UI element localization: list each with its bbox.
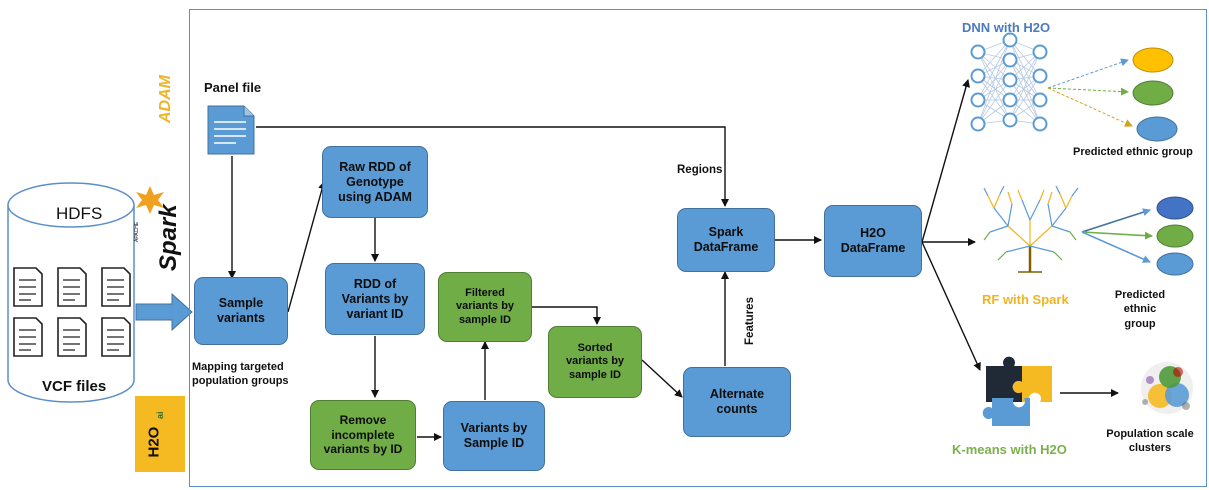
big-arrow-icon [135, 292, 193, 332]
document-icon [13, 317, 43, 357]
features-label: Features [744, 297, 756, 345]
dnn-title: DNN with H2O [962, 20, 1051, 35]
spark-dataframe-box: Spark DataFrame [677, 208, 775, 272]
class-ellipse [1136, 116, 1178, 142]
h2o-dataframe-box: H2O DataFrame [824, 205, 922, 277]
document-icon [57, 317, 87, 357]
class-ellipse [1156, 196, 1194, 220]
vcf-document-icons [13, 267, 131, 357]
class-ellipse [1156, 224, 1194, 248]
rf-result-label: Predicted ethnic group [1114, 289, 1166, 330]
adam-logo: ADAM [157, 75, 174, 123]
rf-output-arrows [1081, 208, 1153, 263]
class-ellipse [1132, 80, 1174, 106]
sample-variants-box: Sample variants [194, 277, 288, 345]
neural-network-icon [970, 32, 1048, 132]
mapping-label: Mapping targeted population groups [192, 361, 289, 388]
document-icon [57, 267, 87, 307]
rf-title: RF with Spark [982, 292, 1069, 307]
cluster-scatter-icon [1141, 362, 1193, 414]
kmeans-result-label: Population scale clusters [1106, 428, 1194, 455]
dnn-output-arrows [1047, 58, 1133, 127]
pipeline-frame [189, 9, 1207, 487]
spark-logo-text: Spark [155, 204, 182, 271]
sorted-variants-box: Sorted variants by sample ID [548, 326, 642, 398]
spark-logo-small: APACHE [134, 221, 140, 242]
filtered-variants-box: Filtered variants by sample ID [438, 272, 532, 342]
class-ellipse [1156, 252, 1194, 276]
regions-label: Regions [677, 164, 723, 176]
kmeans-title: K-means with H2O [952, 442, 1067, 457]
rdd-variants-box: RDD of Variants by variant ID [325, 263, 425, 335]
dnn-result-label: Predicted ethnic group [1073, 146, 1193, 158]
variants-sample-box: Variants by Sample ID [443, 401, 545, 471]
h2o-logo-ai: ai [155, 411, 165, 419]
remove-incomplete-box: Remove incomplete variants by ID [310, 400, 416, 470]
alternate-counts-box: Alternate counts [683, 367, 791, 437]
hdfs-title: HDFS [56, 204, 103, 223]
document-icon [101, 317, 131, 357]
random-forest-tree-icon [983, 185, 1079, 273]
panel-file-label: Panel file [204, 80, 262, 95]
class-ellipse [1132, 47, 1174, 73]
raw-rdd-box: Raw RDD of Genotype using ADAM [322, 146, 428, 218]
vcf-files-label: VCF files [42, 378, 107, 395]
spark-logo-icon [136, 186, 164, 214]
document-icon [101, 267, 131, 307]
document-icon [207, 105, 255, 155]
h2o-logo-icon: H2O ai [135, 396, 185, 472]
connectors [228, 79, 1119, 441]
puzzle-pieces-icon [982, 356, 1052, 426]
document-icon [13, 267, 43, 307]
